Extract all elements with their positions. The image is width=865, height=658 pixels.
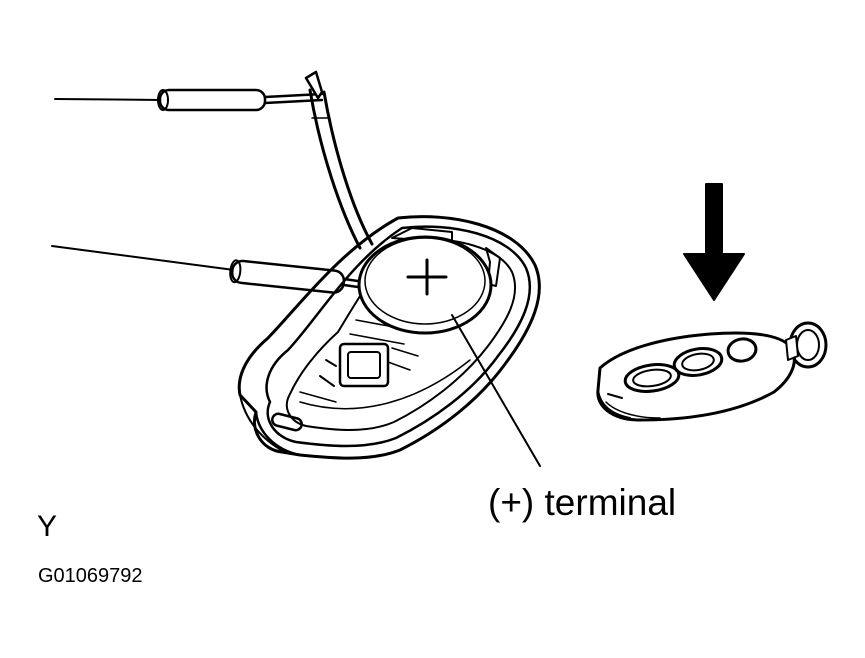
key-fob-open-housing (237, 215, 541, 460)
view-letter: Y (37, 510, 58, 543)
circuit-switch-area (299, 319, 419, 403)
fob-button-left (623, 363, 681, 393)
terminal-label: (+) terminal (488, 482, 677, 523)
terminal-leader-line (451, 314, 541, 467)
key-fob-closed (596, 321, 828, 422)
fob-button-right (726, 337, 758, 363)
plus-sign-icon (406, 258, 448, 296)
terminal-wire-lead (304, 70, 374, 250)
figure-code: G01069792 (38, 565, 143, 587)
arrow-down-icon (683, 183, 745, 301)
key-ring (785, 321, 828, 369)
fob-button-middle (672, 347, 724, 377)
upper-tester-probe (54, 88, 324, 112)
coin-battery (357, 235, 493, 335)
